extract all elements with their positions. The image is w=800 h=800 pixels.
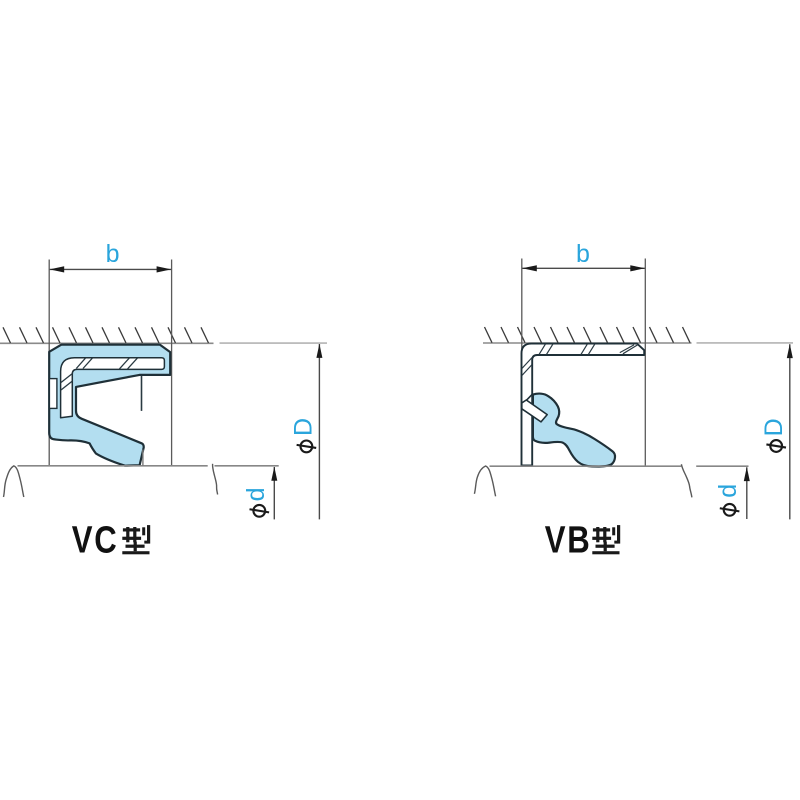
svg-text:D: D [289, 418, 317, 436]
svg-text:VB: VB [545, 519, 592, 561]
svg-text:D: D [760, 418, 788, 436]
svg-text:d: d [714, 484, 742, 498]
svg-text:VC: VC [72, 519, 119, 561]
svg-text:b: b [106, 240, 120, 268]
svg-text:d: d [242, 487, 270, 501]
svg-text:b: b [576, 240, 590, 268]
